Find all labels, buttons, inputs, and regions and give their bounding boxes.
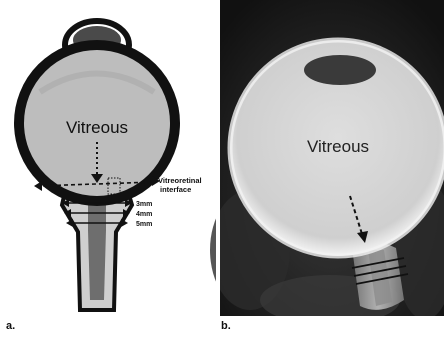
interface-label-line2: interface xyxy=(160,185,191,194)
panel-b: Vitreous xyxy=(210,0,444,325)
vitreous-label-b: Vitreous xyxy=(307,137,369,156)
panel-b-label: b. xyxy=(221,320,231,332)
panel-a: Vitreous Vitreoretinal interface 3mm 4mm… xyxy=(0,0,216,316)
measurement-label-4mm: 4mm xyxy=(136,211,152,218)
measurement-label-5mm: 5mm xyxy=(136,221,152,228)
mri-lens xyxy=(304,55,376,85)
interface-label-line1: Vitreoretinal xyxy=(158,176,202,185)
measurement-label-3mm: 3mm xyxy=(136,201,152,208)
panel-separator xyxy=(216,0,220,338)
vitreous-label-a: Vitreous xyxy=(66,118,128,137)
panel-a-label: a. xyxy=(6,320,15,332)
